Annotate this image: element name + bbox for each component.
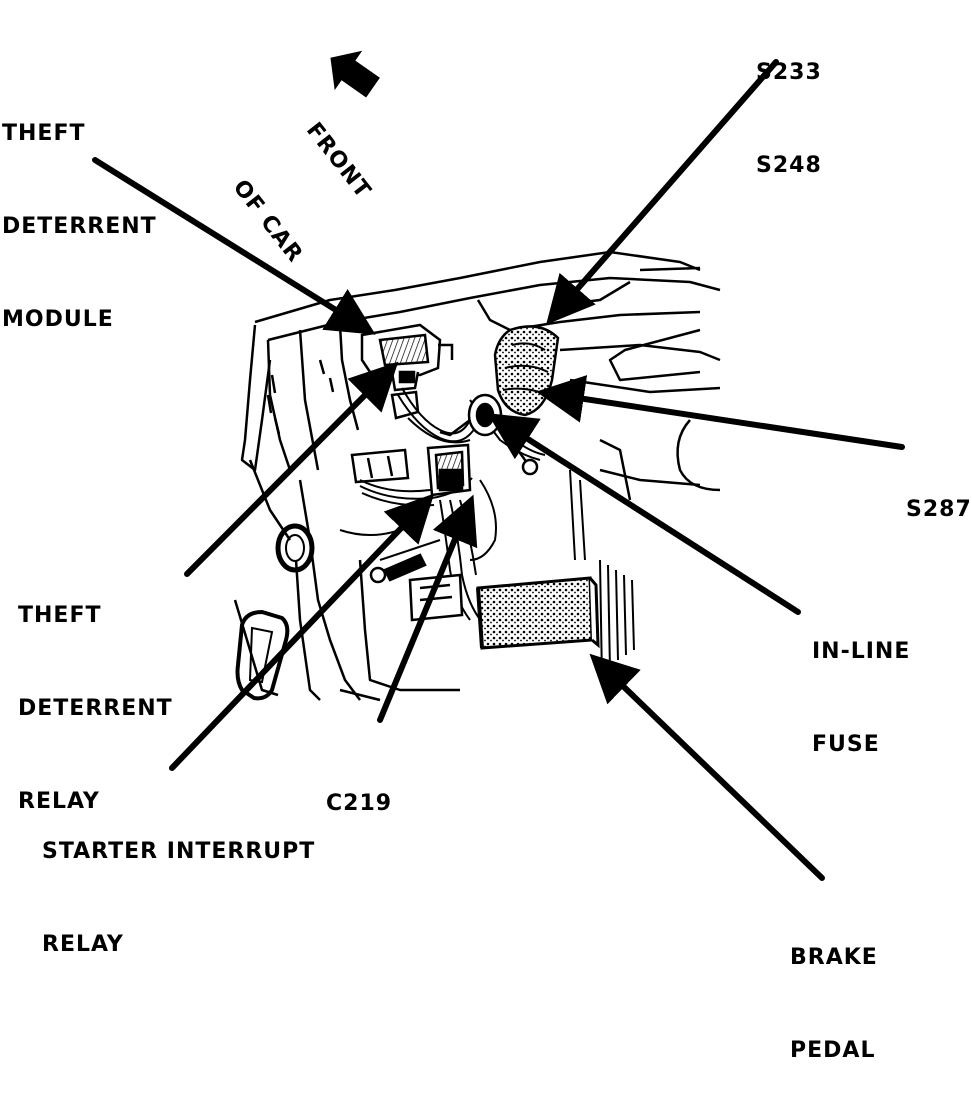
label-line: RELAY — [42, 932, 124, 957]
label-c219: C219 — [326, 726, 392, 850]
label-line: PEDAL — [790, 1038, 876, 1063]
label-line: IN-LINE — [812, 639, 911, 664]
label-line: MODULE — [2, 307, 114, 332]
label-line: BRAKE — [790, 945, 878, 970]
park-pedal — [235, 609, 290, 701]
splice-wrap — [493, 325, 560, 417]
arrow-c219 — [377, 494, 478, 723]
dashboard-outline — [254, 250, 721, 501]
arrow-theft-module — [92, 157, 376, 335]
pedal-shading — [569, 469, 635, 681]
label-line: RELAY — [18, 789, 100, 814]
label-line: DETERRENT — [18, 696, 173, 721]
label-starter-interrupt-relay: STARTER INTERRUPT RELAY — [42, 774, 315, 991]
brake-pedal-pad — [476, 576, 600, 650]
label-line: THEFT — [2, 121, 86, 146]
arrow-starter-relay — [169, 493, 435, 771]
label-theft-deterrent-relay: THEFT DETERRENT RELAY — [18, 538, 173, 848]
label-in-line-fuse: IN-LINE FUSE — [812, 574, 910, 791]
label-line: S287 — [906, 497, 972, 522]
arrow-brake-pedal — [589, 653, 825, 881]
label-line: DETERRENT — [2, 214, 157, 239]
label-s233-s248: S233 S248 — [756, 0, 822, 212]
label-line: C219 — [326, 791, 393, 816]
diagram: THEFT DETERRENT MODULE FRONT OF CAR S233… — [2, 0, 971, 1063]
arrow-s287 — [536, 375, 905, 450]
c219-connector — [369, 468, 464, 584]
label-s287: S287 — [906, 432, 972, 556]
vent-ring — [275, 523, 315, 573]
arrow-s233-s248 — [546, 59, 779, 325]
leader-arrows — [92, 59, 905, 881]
arrow-theft-relay — [184, 361, 399, 577]
label-line: S248 — [756, 153, 822, 178]
label-line: STARTER INTERRUPT — [42, 839, 316, 864]
label-line: FRONT — [301, 118, 376, 204]
label-line: FUSE — [812, 732, 880, 757]
theft-deterrent-relay — [350, 390, 420, 484]
label-line: S233 — [756, 60, 822, 85]
front-of-car-arrow — [330, 50, 380, 98]
label-line: THEFT — [18, 603, 102, 628]
arrow-inline-fuse — [487, 413, 801, 615]
theft-deterrent-module — [360, 323, 454, 392]
label-line: OF CAR — [227, 175, 308, 268]
illustration — [92, 50, 905, 881]
label-theft-deterrent-module: THEFT DETERRENT MODULE — [2, 56, 157, 366]
label-brake-pedal: BRAKE PEDAL — [790, 880, 878, 1097]
